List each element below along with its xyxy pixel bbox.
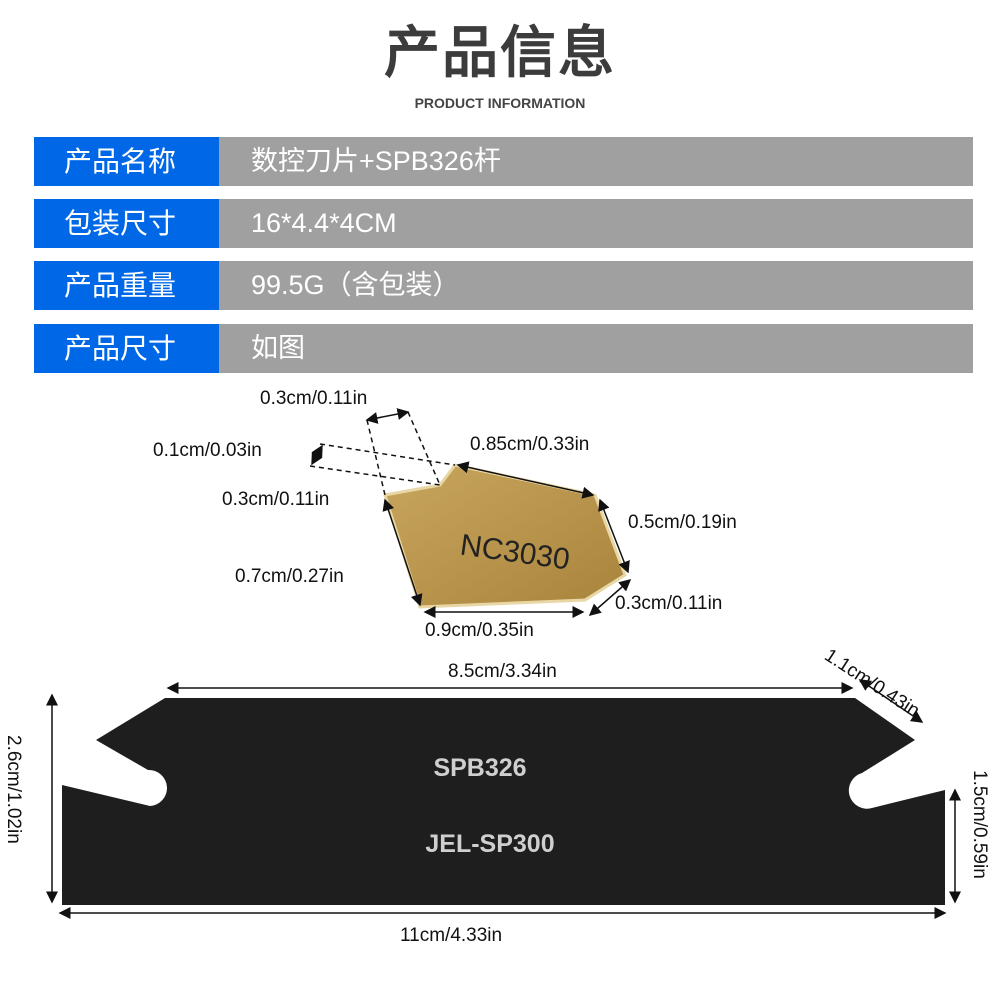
blade-dimension-lines	[46, 679, 961, 919]
dim-insert-right-edge: 0.5cm/0.19in	[628, 512, 737, 533]
dim-blade-top-length: 8.5cm/3.34in	[448, 661, 557, 682]
dim-blade-total-length: 11cm/4.33in	[400, 925, 503, 946]
spec-row-package-size: 包装尺寸 16*4.4*4CM	[34, 199, 973, 248]
spec-label: 产品名称	[34, 137, 219, 186]
blade-image	[62, 698, 945, 905]
dim-blade-height: 2.6cm/1.02in	[3, 735, 24, 844]
spec-label: 包装尺寸	[34, 199, 219, 248]
spec-label: 产品重量	[34, 261, 219, 310]
spec-row-weight: 产品重量 99.5G（含包装）	[34, 261, 973, 310]
insert-dimension-lines	[309, 408, 632, 618]
dim-insert-left-edge: 0.7cm/0.27in	[235, 566, 344, 587]
spec-row-size: 产品尺寸 如图	[34, 324, 973, 373]
spec-label: 产品尺寸	[34, 324, 219, 373]
blade-marking-code: JEL-SP300	[425, 830, 554, 858]
dim-insert-left-upper: 0.3cm/0.11in	[222, 489, 330, 510]
spec-value: 16*4.4*4CM	[219, 199, 973, 248]
dim-insert-bottom: 0.9cm/0.35in	[425, 620, 534, 641]
dim-blade-right-height: 1.5cm/0.59in	[969, 770, 990, 879]
dim-insert-top-edge: 0.85cm/0.33in	[470, 434, 590, 455]
blade-marking-model: SPB326	[433, 754, 526, 782]
dim-insert-notch-depth: 0.1cm/0.03in	[153, 440, 262, 461]
spec-value: 数控刀片+SPB326杆	[219, 137, 973, 186]
spec-row-name: 产品名称 数控刀片+SPB326杆	[34, 137, 973, 186]
page-subtitle: PRODUCT INFORMATION	[414, 95, 586, 111]
spec-value: 99.5G（含包装）	[219, 261, 973, 310]
spec-value: 如图	[219, 324, 973, 373]
page-title: 产品信息	[384, 21, 616, 86]
dim-insert-top-width: 0.3cm/0.11in	[260, 388, 368, 409]
dim-insert-bottom-right: 0.3cm/0.11in	[615, 593, 723, 614]
